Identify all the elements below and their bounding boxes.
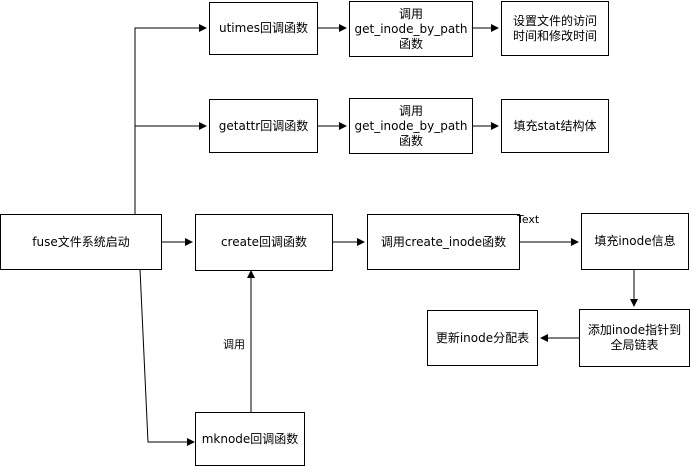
node-call-get-inode-getattr: 调用 get_inode_by_path 函数 [349,98,473,154]
node-call-get-inode-utimes: 调用 get_inode_by_path 函数 [349,1,473,57]
node-call-create-inode-text: 调用create_inode函数 [380,234,507,249]
node-utimes-callback-text: utimes回调函数 [219,21,308,35]
node-mknode-callback-text: mknode回调函数 [201,431,299,446]
edge-label-call: 调用 [223,338,245,351]
node-getattr-callback: getattr回调函数 [209,99,318,153]
node-set-file-times-text: 设置文件的访问 时间和修改时间 [512,13,597,43]
node-update-alloc-table: 更新inode分配表 [427,310,538,366]
node-utimes-callback: utimes回调函数 [209,2,318,55]
node-create-callback: create回调函数 [195,214,333,271]
node-getattr-callback-text: getattr回调函数 [218,118,309,133]
edge-label-text: Text [517,213,540,226]
edge-fuse-to-mknode [139,268,195,446]
node-fill-inode-info-text: 填充inode信息 [594,234,676,248]
node-fill-stat-text: 填充stat结构体 [513,118,597,133]
node-call-get-inode-utimes-text: 调用 get_inode_by_path 函数 [354,6,468,51]
edge-fuse-to-utimes [134,24,207,214]
node-add-inode-pointer: 添加inode指针到 全局链表 [579,309,690,367]
node-set-file-times: 设置文件的访问 时间和修改时间 [501,1,609,56]
node-fuse-start: fuse文件系统启动 [0,214,162,270]
node-fuse-start-text: fuse文件系统启动 [32,234,130,249]
node-create-callback-text: create回调函数 [220,235,308,249]
node-call-get-inode-getattr-text: 调用 get_inode_by_path 函数 [354,103,468,148]
node-fill-inode-info: 填充inode信息 [581,213,689,270]
node-mknode-callback: mknode回调函数 [195,412,305,466]
node-call-create-inode: 调用create_inode函数 [367,214,520,270]
node-fill-stat: 填充stat结构体 [501,99,609,153]
node-update-alloc-table-text: 更新inode分配表 [435,330,530,345]
node-add-inode-pointer-text: 添加inode指针到 全局链表 [587,323,682,352]
